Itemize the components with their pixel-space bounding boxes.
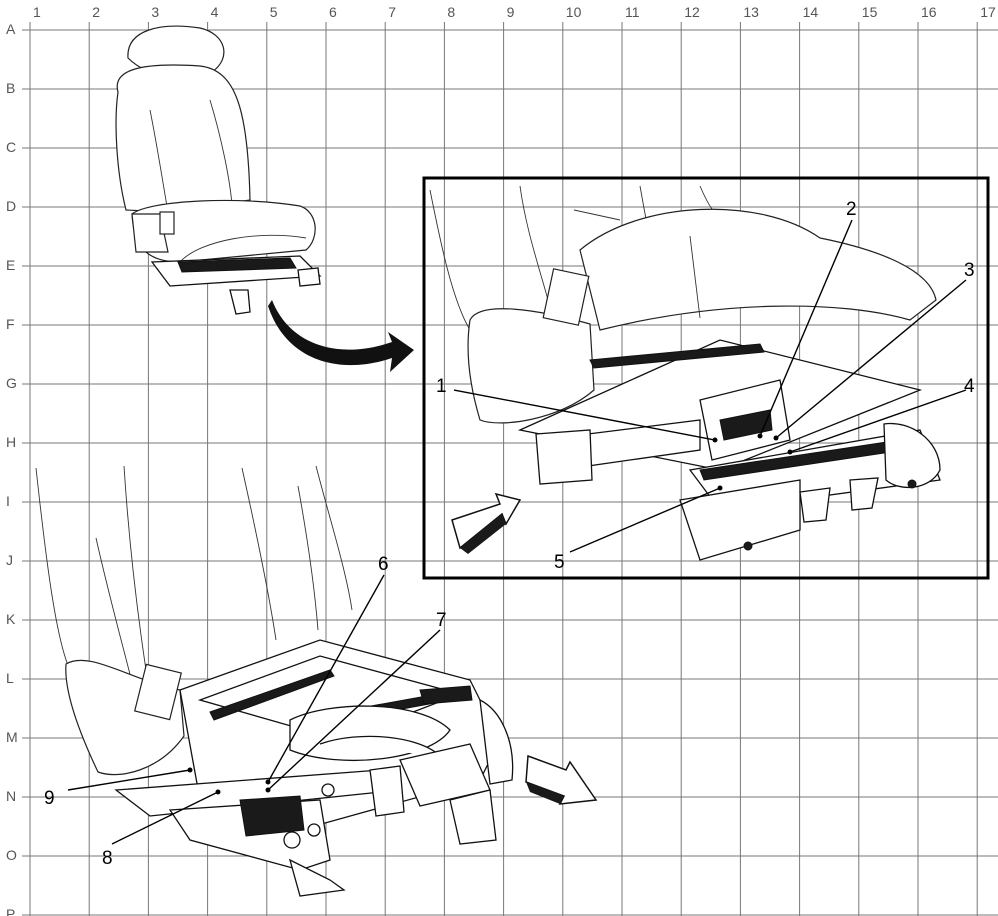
grid-row-label: N xyxy=(6,788,16,804)
leader-7-dot xyxy=(265,787,271,793)
grid-row-label: F xyxy=(6,316,15,332)
grid-column-label: 5 xyxy=(270,4,278,20)
callout-4: 4 xyxy=(964,376,975,397)
grid-row-label: L xyxy=(6,670,14,686)
leader-5-dot xyxy=(717,485,723,491)
callout-3: 3 xyxy=(964,260,975,281)
grid-row-label: B xyxy=(6,80,15,96)
callout-7: 7 xyxy=(436,610,447,631)
leader-5 xyxy=(569,487,721,553)
grid-column-label: 4 xyxy=(211,4,219,20)
lower-seat-illustration xyxy=(35,465,514,897)
curved-arrow-icon xyxy=(268,300,414,372)
leader-8 xyxy=(111,791,219,845)
leader-7 xyxy=(267,629,441,791)
grid-row-label: H xyxy=(6,434,16,450)
leader-4 xyxy=(789,389,967,453)
grid-column-label: 8 xyxy=(447,4,455,20)
leader-3-dot xyxy=(773,435,779,441)
leader-2-dot xyxy=(757,433,763,439)
grid-row-label: I xyxy=(6,493,10,509)
grid-column-label: 1 xyxy=(33,4,41,20)
callout-2: 2 xyxy=(846,199,857,220)
grid-column-label: 10 xyxy=(566,4,582,20)
grid-column-label: 13 xyxy=(743,4,759,20)
detail-view-frame xyxy=(422,176,990,580)
grid-row-label: D xyxy=(6,198,16,214)
view-direction-arrow-icon xyxy=(451,492,522,554)
leader-8-dot xyxy=(215,789,221,795)
grid-row-label: J xyxy=(6,552,13,568)
grid-row-label: K xyxy=(6,611,16,627)
grid-row-label: O xyxy=(6,847,17,863)
leader-2 xyxy=(759,219,853,437)
callout-9: 9 xyxy=(44,788,55,809)
callout-numbers: 1 2 3 4 5 6 7 8 9 xyxy=(44,199,975,869)
callout-5: 5 xyxy=(554,552,565,573)
grid-column-label: 7 xyxy=(388,4,396,20)
grid-row-label: A xyxy=(6,21,16,37)
grid-column-label: 15 xyxy=(862,4,878,20)
leader-4-dot xyxy=(787,449,793,455)
grid-row-label: E xyxy=(6,257,15,273)
leader-9 xyxy=(67,769,191,791)
grid-row-label: M xyxy=(6,729,18,745)
callout-6: 6 xyxy=(378,554,389,575)
leader-6-dot xyxy=(265,779,271,785)
grid-column-label: 17 xyxy=(980,4,996,20)
leader-9-dot xyxy=(187,767,193,773)
callout-1: 1 xyxy=(436,376,447,397)
grid-row-label: P xyxy=(6,906,15,916)
grid-column-label: 14 xyxy=(803,4,819,20)
leader-3 xyxy=(775,279,967,439)
grid-row-label: C xyxy=(6,139,16,155)
callout-leaders xyxy=(67,219,967,845)
leader-1-dot xyxy=(712,437,718,443)
detail-seat-illustration xyxy=(429,185,941,561)
leader-6 xyxy=(267,574,385,783)
grid-column-label: 3 xyxy=(151,4,159,20)
leader-1 xyxy=(453,389,716,441)
grid-column-label: 16 xyxy=(921,4,937,20)
grid-row-label: G xyxy=(6,375,17,391)
overview-seat-illustration xyxy=(115,25,322,315)
grid-column-label: 11 xyxy=(625,4,640,20)
grid-column-label: 6 xyxy=(329,4,337,20)
grid-column-label: 2 xyxy=(92,4,100,20)
grid-row-labels: A B C D E F G H I J K L M N O P xyxy=(6,21,18,916)
callout-8: 8 xyxy=(102,848,113,869)
view-direction-arrow-icon xyxy=(525,754,598,805)
grid-column-label: 9 xyxy=(507,4,515,20)
grid-column-label: 12 xyxy=(684,4,700,20)
